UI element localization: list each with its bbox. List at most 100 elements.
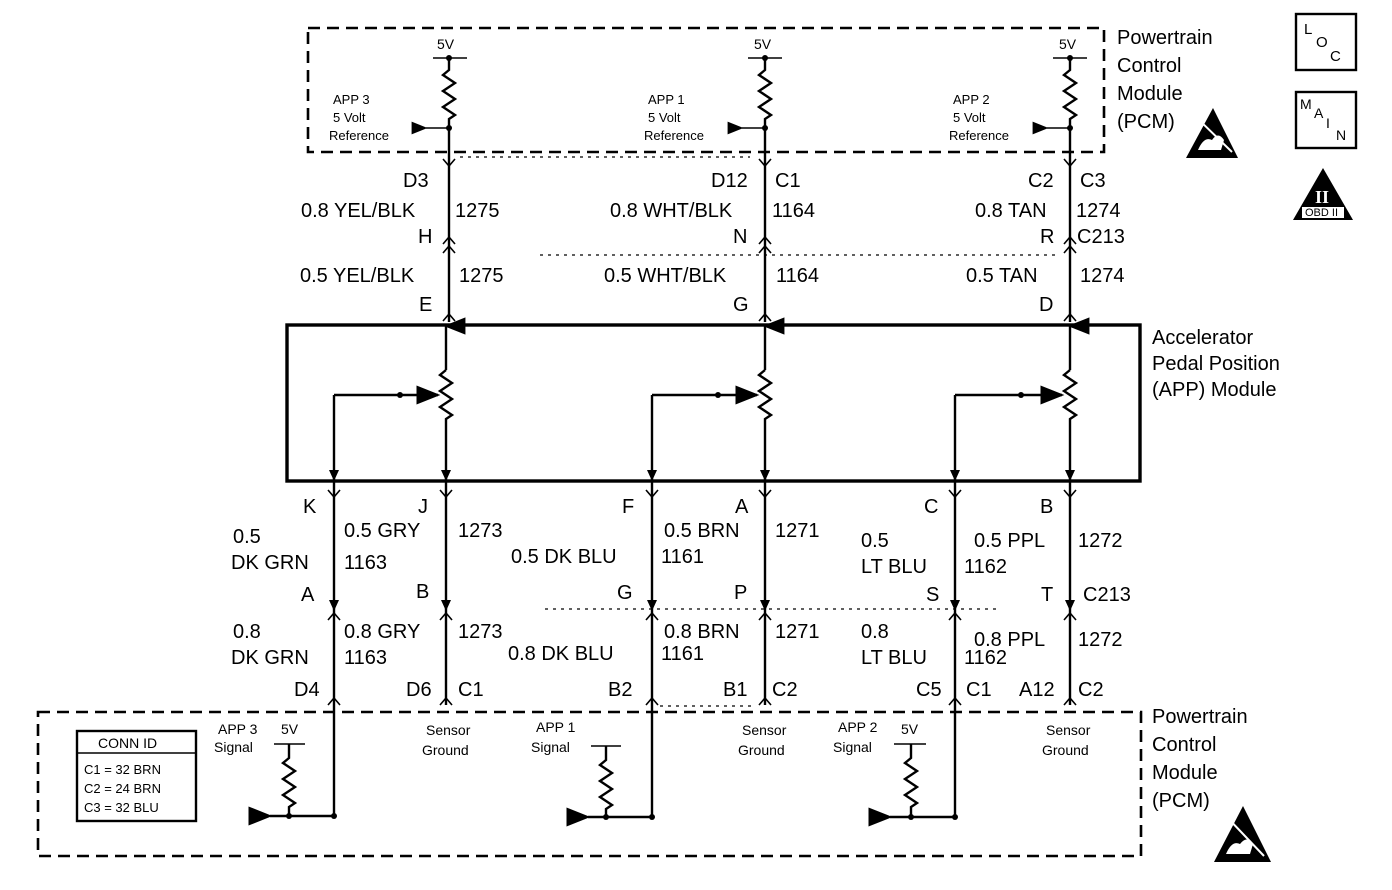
pull-up-resistor-icon <box>756 58 774 165</box>
app3-potentiometer-icon <box>332 317 466 486</box>
pcm-top-reference-app3: 5V APP 3 5 Volt Reference <box>329 36 467 165</box>
circuit-number: 1161 <box>661 546 704 568</box>
lower-module-side-wires: 0.5 DK GRN 1163 0.5 GRY 1273 0.5 DK BLU … <box>231 520 1123 578</box>
pull-down-resistor-icon <box>597 746 615 817</box>
circuit-number: 1163 <box>344 552 387 574</box>
volt-label: 5V <box>754 36 772 52</box>
app-module: Accelerator Pedal Position (APP) Module <box>285 317 1280 486</box>
upper-labels-app1: D12 C1 0.8 WHT/BLK 1164 N 0.5 WHT/BLK 11… <box>604 170 819 316</box>
volt-label: 5V <box>1059 36 1077 52</box>
pcm-connector-c3: C3 <box>1080 170 1106 192</box>
ref-label-1: APP 2 <box>953 92 990 107</box>
wire-color: LT BLU <box>861 647 927 669</box>
pcm-bottom-label-line-2: Control <box>1152 734 1216 756</box>
pcm-pin-d12: D12 <box>711 170 748 192</box>
wire-gauge: 0.5 <box>861 530 889 552</box>
pull-down-resistor-icon <box>902 744 920 817</box>
sensor-ground-2-line-1: Sensor <box>742 722 787 738</box>
pcm-top-label-line-1: Powertrain <box>1117 27 1213 49</box>
app-module-boundary <box>285 323 1142 483</box>
c213-pin-p: P <box>734 582 747 604</box>
volt-label: 5V <box>437 36 455 52</box>
wire-color: 0.5 WHT/BLK <box>604 265 727 287</box>
pcm-bottom-signal-app1: APP 1 Signal <box>531 705 655 827</box>
app-module-label-line-1: Accelerator <box>1152 327 1253 349</box>
ref-label-2: 5 Volt <box>333 110 366 125</box>
wire-gauge: 0.5 <box>233 526 261 548</box>
c213-pin-n: N <box>733 226 747 248</box>
pcm-top-label: Powertrain Control Module (PCM) <box>1117 27 1213 133</box>
lower-pcm-pins: D4 D6 C1 B2 B1 C2 C5 C1 A12 C2 <box>294 679 1104 701</box>
app-module-label-line-3: (APP) Module <box>1152 379 1277 401</box>
upper-labels-app3: D3 0.8 YEL/BLK 1275 H 0.5 YEL/BLK 1275 E <box>300 170 504 316</box>
signal-label-2: Signal <box>833 739 872 755</box>
wire-color: 0.8 DK BLU <box>508 643 614 665</box>
pcm-pin-b2: B2 <box>608 679 632 701</box>
wire-color: 0.8 YEL/BLK <box>301 200 416 222</box>
circuit-number: 1272 <box>1078 530 1123 552</box>
pcm-pin-d4: D4 <box>294 679 320 701</box>
wire-gauge: 0.8 <box>233 621 261 643</box>
c213-connector-label: C213 <box>1083 584 1131 606</box>
sensor-ground-1-line-1: Sensor <box>426 722 471 738</box>
wire-color: 0.8 TAN <box>975 200 1047 222</box>
lower-module-pins: K J F A C B <box>303 496 1053 518</box>
pcm-bottom-label-line-1: Powertrain <box>1152 706 1248 728</box>
pcm-bottom: Powertrain Control Module (PCM) <box>36 706 1248 858</box>
sensor-ground-3-line-1: Sensor <box>1046 722 1091 738</box>
circuit-number: 1161 <box>661 643 704 665</box>
volt-label: 5V <box>901 721 919 737</box>
circuit-number: 1275 <box>455 200 500 222</box>
pull-down-resistor-icon <box>280 744 298 816</box>
app2-potentiometer-icon <box>953 317 1090 486</box>
pcm-bottom-signal-app2: APP 2 Signal 5V <box>833 705 958 827</box>
c213-pin-g: G <box>617 582 633 604</box>
esd-sensitive-icon <box>1214 806 1271 862</box>
module-pin-d: D <box>1039 294 1053 316</box>
wire-color: 0.5 PPL <box>974 530 1045 552</box>
conn-id-table: CONN ID C1 = 32 BRN C2 = 24 BRN C3 = 32 … <box>75 729 198 823</box>
module-pin-k: K <box>303 496 317 518</box>
main-letter: M <box>1300 96 1312 112</box>
ref-label-1: APP 3 <box>333 92 370 107</box>
circuit-number: 1273 <box>458 520 503 542</box>
module-pin-g: G <box>733 294 749 316</box>
wire-color: 0.8 WHT/BLK <box>610 200 733 222</box>
pcm-pin-c2: C2 <box>1028 170 1054 192</box>
loc-letter: L <box>1304 21 1312 38</box>
pcm-pin-d3: D3 <box>403 170 429 192</box>
sensor-ground-labels: Sensor Ground Sensor Ground Sensor Groun… <box>422 722 1091 758</box>
wire-color: 0.8 GRY <box>344 621 420 643</box>
c213-pin-t: T <box>1041 584 1053 606</box>
ref-label-2: 5 Volt <box>953 110 986 125</box>
module-pin-c: C <box>924 496 938 518</box>
module-pin-f: F <box>622 496 634 518</box>
upper-labels-app2: C2 C3 0.8 TAN 1274 R C213 0.5 TAN 1274 D <box>966 170 1125 316</box>
sensor-ground-2-line-2: Ground <box>738 742 785 758</box>
wire-color: 0.8 PPL <box>974 629 1045 651</box>
esd-sensitive-icon <box>1186 108 1238 158</box>
lower-pcm-side-wires: 0.8 DK GRN 1163 0.8 GRY 1273 0.8 DK BLU … <box>231 621 1123 669</box>
ref-label-1: APP 1 <box>648 92 685 107</box>
app-module-label-line-2: Pedal Position <box>1152 353 1280 375</box>
loc-letter: C <box>1330 48 1341 65</box>
obd-ii-symbol-icon: II OBD II <box>1293 168 1353 220</box>
loc-letter: O <box>1316 34 1328 51</box>
signal-label-2: Signal <box>214 739 253 755</box>
wire-color: 0.5 DK BLU <box>511 546 617 568</box>
pcm-pin-a12: A12 <box>1019 679 1055 701</box>
circuit-number: 1272 <box>1078 629 1123 651</box>
pcm-connector: C1 <box>966 679 992 701</box>
circuit-number: 1164 <box>776 265 819 287</box>
pcm-bottom-signal-app3: APP 3 Signal 5V <box>214 705 337 826</box>
lower-c213-pins: A B G P S T C213 <box>301 581 1131 606</box>
pcm-connector-c1: C1 <box>775 170 801 192</box>
circuit-number: 1275 <box>459 265 504 287</box>
circuit-number: 1163 <box>344 647 387 669</box>
upper-wire-runs <box>442 156 1077 322</box>
ref-label-3: Reference <box>329 128 389 143</box>
pcm-top-label-line-4: (PCM) <box>1117 111 1175 133</box>
ref-label-2: 5 Volt <box>648 110 681 125</box>
pcm-top-reference-app1: 5V APP 1 5 Volt Reference <box>644 36 782 165</box>
